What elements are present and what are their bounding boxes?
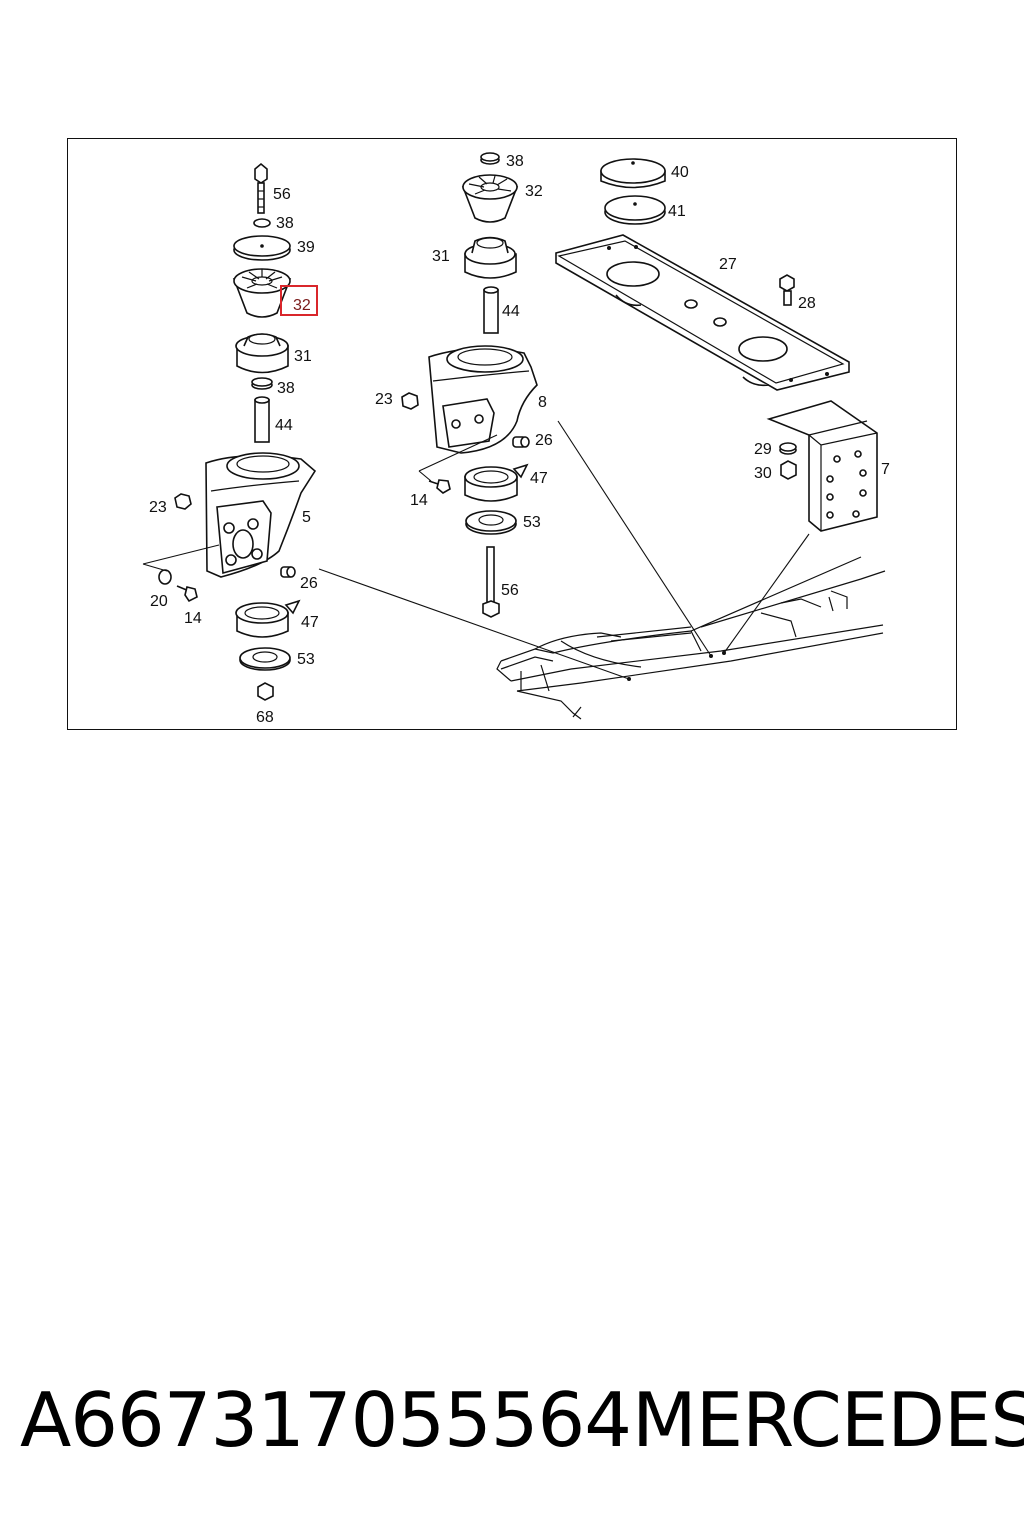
- callout-38-mid-left[interactable]: 38: [277, 380, 295, 397]
- callout-labels: 56 38 39 32 31 38 44 23 5 20 14 26 47 53…: [149, 153, 890, 726]
- callout-47-mid[interactable]: 47: [530, 470, 548, 487]
- parts-diagram: 56 38 39 32 31 38 44 23 5 20 14 26 47 53…: [67, 138, 957, 730]
- callout-41[interactable]: 41: [668, 203, 686, 220]
- rubber-bush-31-mid: [464, 236, 517, 279]
- rubber-mount-32-left: [232, 268, 292, 318]
- callout-40[interactable]: 40: [671, 164, 689, 181]
- callout-39[interactable]: 39: [297, 239, 315, 256]
- disc-40: [600, 158, 666, 189]
- bolt-56-mid: [482, 546, 500, 618]
- washer-38-mid-left: [251, 377, 273, 390]
- callout-23-left[interactable]: 23: [149, 499, 167, 516]
- callout-38-top-mid[interactable]: 38: [506, 153, 524, 170]
- nut-23-left: [174, 493, 192, 510]
- bolt-14-left: [176, 585, 198, 603]
- rubber-47-mid: [464, 463, 529, 502]
- brand-name: MERCEDES: [632, 1376, 1024, 1464]
- callout-53-left[interactable]: 53: [297, 651, 315, 668]
- sleeve-44-left: [254, 396, 270, 443]
- callout-38-top-left[interactable]: 38: [276, 215, 294, 232]
- callout-30[interactable]: 30: [754, 465, 772, 482]
- callout-47-left[interactable]: 47: [301, 614, 319, 631]
- callout-14-mid[interactable]: 14: [410, 492, 428, 509]
- bracket-5: [205, 452, 317, 578]
- nut-23-mid: [401, 392, 419, 410]
- washer-20: [158, 569, 172, 585]
- callout-8[interactable]: 8: [538, 394, 547, 411]
- callout-14-left[interactable]: 14: [184, 610, 202, 627]
- callout-28[interactable]: 28: [798, 295, 816, 312]
- washer-38-top-left: [253, 218, 271, 228]
- bracket-plate-7: [766, 400, 878, 532]
- callout-26-mid[interactable]: 26: [535, 432, 553, 449]
- callout-27[interactable]: 27: [719, 256, 737, 273]
- exploded-view: 56 38 39 32 31 38 44 23 5 20 14 26 47 53…: [142, 152, 890, 726]
- callout-20[interactable]: 20: [150, 593, 168, 610]
- rubber-bush-31-left: [235, 333, 289, 374]
- callout-5[interactable]: 5: [302, 509, 311, 526]
- highlight-box: [280, 285, 318, 316]
- rubber-47-left: [235, 599, 301, 638]
- callout-56-mid[interactable]: 56: [501, 582, 519, 599]
- washer-29: [779, 442, 797, 455]
- vehicle-frame: [496, 556, 886, 720]
- callout-23-mid[interactable]: 23: [375, 391, 393, 408]
- bolt-56-left: [254, 162, 268, 214]
- crossmember-27: [555, 234, 850, 391]
- callout-31-left[interactable]: 31: [294, 348, 312, 365]
- bolt-28: [779, 274, 795, 306]
- rubber-mount-32-mid: [461, 174, 519, 223]
- disc-53-mid: [465, 510, 517, 535]
- bracket-8: [428, 345, 538, 454]
- callout-26-left[interactable]: 26: [300, 575, 318, 592]
- bolt-14-mid: [428, 479, 451, 494]
- sleeve-44-mid: [483, 286, 499, 334]
- nut-68: [257, 682, 274, 701]
- callout-32-mid[interactable]: 32: [525, 183, 543, 200]
- callout-44-mid[interactable]: 44: [502, 303, 520, 320]
- callout-44-left[interactable]: 44: [275, 417, 293, 434]
- callout-53-mid[interactable]: 53: [523, 514, 541, 531]
- sleeve-26-mid: [512, 436, 530, 448]
- callout-56-left[interactable]: 56: [273, 186, 291, 203]
- callout-7[interactable]: 7: [881, 461, 890, 478]
- sleeve-26-left: [280, 566, 296, 578]
- washer-38-top-mid: [480, 152, 500, 165]
- disc-39: [233, 235, 291, 261]
- callout-32-left[interactable]: 32: [293, 297, 311, 314]
- disc-53-left: [239, 647, 291, 671]
- nut-30: [780, 460, 797, 480]
- callout-31-mid[interactable]: 31: [432, 248, 450, 265]
- disc-41: [604, 195, 666, 225]
- part-number: A667317055564: [20, 1376, 632, 1464]
- callout-29[interactable]: 29: [754, 441, 772, 458]
- callout-68[interactable]: 68: [256, 709, 274, 726]
